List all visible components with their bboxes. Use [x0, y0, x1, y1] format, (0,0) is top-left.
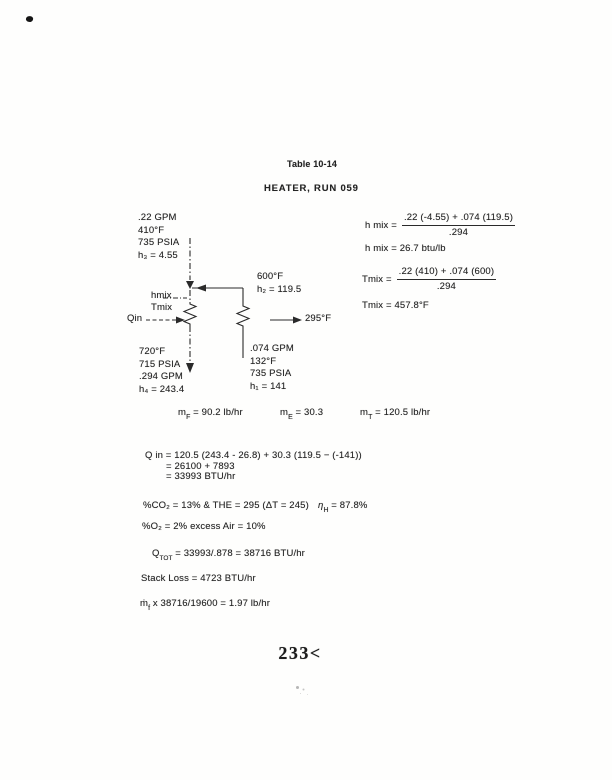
tmix-eq-denominator: .294	[436, 281, 456, 292]
efficiency-subscript: H	[323, 506, 329, 514]
hmix-eq-denominator: .294	[448, 227, 469, 238]
mass-flow-total-value: = 120.5 lb/hr	[375, 407, 431, 418]
efficiency-value: = 87.8%	[331, 500, 368, 511]
outlet-temp-label: 295°F	[305, 313, 332, 324]
outlet-arrowhead	[293, 316, 302, 324]
hmix-fraction-equation: h mix = .22 (-4.55) + .074 (119.5) .294	[365, 212, 516, 239]
heater-coil-right	[235, 304, 251, 328]
co2-line: %CO₂ = 13% & THE = 295 (ΔT = 245)	[143, 500, 309, 511]
fuel-rate-symbol: ṁ	[140, 598, 149, 609]
qin-calc-line3: = 33993 BTU/hr	[166, 471, 236, 483]
mass-flow-e-subscript: E	[288, 413, 293, 421]
scan-artifact-smudge	[296, 686, 299, 689]
qin-arrowhead	[176, 316, 185, 324]
tmix-fraction-equation: Tmix = .22 (410) + .074 (600) .294	[362, 266, 497, 293]
mass-flow-fuel-subscript: F	[186, 413, 191, 421]
qin-calc-line1: Q in = 120.5 (243.4 - 26.8) + 30.3 (119.…	[145, 450, 362, 461]
qtot-value: = 33993/.878 = 38716 BTU/hr	[175, 548, 305, 559]
page-number: 233<	[278, 643, 322, 663]
tmix-result: Tmix = 457.8°F	[362, 300, 429, 311]
stream-br-pressure: 735 PSIA	[250, 368, 292, 379]
junction-down-arrowhead	[186, 281, 194, 289]
efficiency-symbol: η	[318, 500, 324, 511]
mass-flow-e: mE = 30.3	[280, 407, 323, 423]
qtot-subscript: TOT	[159, 554, 173, 562]
inlet-top-pressure: 735 PSIA	[138, 237, 180, 248]
stack-loss-line: Stack Loss = 4723 BTU/hr	[141, 573, 256, 584]
inlet-top-temp: 410°F	[138, 224, 165, 236]
inlet-right-enthalpy: h₂ = 119.5	[257, 283, 302, 295]
inlet-right-label-block: 600°F h₂ = 119.5	[257, 271, 301, 296]
qin-calculation-block: Q in = 120.5 (243.4 - 26.8) + 30.3 (119.…	[145, 450, 362, 483]
heater-coil-left	[182, 302, 198, 326]
mass-flow-fuel-symbol: m	[178, 407, 187, 418]
o2-line: %O₂ = 2% excess Air = 10%	[142, 521, 266, 532]
mass-flow-fuel-value: = 90.2 lb/hr	[193, 407, 243, 418]
inlet-top-flow: .22 GPM	[138, 212, 177, 223]
hmix-label: hmix	[151, 290, 172, 301]
bottom-outlet-arrowhead	[186, 363, 194, 373]
mass-flow-total-subscript: T	[368, 413, 373, 421]
hmix-eq-numerator: .22 (-4.55) + .074 (119.5)	[401, 212, 516, 226]
inlet-right-temp: 600°F	[257, 271, 284, 282]
outlet-bl-enthalpy: h₄ = 243.4	[139, 383, 185, 395]
outlet-bl-flow: .294 GPM	[139, 371, 183, 382]
qin-label: Qin	[127, 313, 143, 324]
mass-flow-fuel: mF = 90.2 lb/hr	[178, 407, 243, 423]
mass-flow-e-value: = 30.3	[295, 407, 324, 418]
outlet-bottom-left-block: 720°F 715 PSIA .294 GPM h₄ = 243.4	[139, 346, 184, 396]
fuel-rate-line: ṁf x 38716/19600 = 1.97 lb/hr	[140, 598, 270, 614]
inlet-top-label-block: .22 GPM 410°F 735 PSIA h₃ = 4.55	[138, 212, 179, 262]
qtot-symbol: Q	[152, 548, 160, 559]
stream-br-temp: 132°F	[250, 355, 277, 367]
inlet-top-enthalpy: h₃ = 4.55	[138, 249, 178, 261]
junction-left-arrowhead	[196, 284, 206, 292]
stream-bottom-right-block: .074 GPM 132°F 735 PSIA h₁ = 141	[250, 343, 294, 393]
mass-flow-total: mT = 120.5 lb/hr	[360, 407, 430, 423]
fuel-rate-subscript: f	[148, 604, 151, 612]
tmix-label: Tmix	[151, 301, 173, 313]
outlet-bl-pressure: 715 PSIA	[139, 358, 181, 370]
tmix-eq-numerator: .22 (410) + .074 (600)	[396, 266, 497, 280]
mass-flow-total-symbol: m	[360, 407, 369, 418]
tmix-eq-fraction: .22 (410) + .074 (600) .294	[396, 266, 497, 293]
stream-br-enthalpy: h₁ = 141	[250, 380, 287, 392]
qin-calc-line2: = 26100 + 7893	[166, 460, 235, 472]
hmix-eq-fraction: .22 (-4.55) + .074 (119.5) .294	[401, 212, 516, 239]
hmix-eq-lhs: h mix =	[365, 220, 397, 231]
efficiency-line: ηH = 87.8%	[318, 500, 367, 516]
outlet-bl-temp: 720°F	[139, 346, 166, 357]
stream-br-flow: .074 GPM	[250, 343, 294, 354]
hmix-result: h mix = 26.7 btu/lb	[365, 243, 446, 254]
mix-labels-block: hmix Tmix	[151, 290, 172, 313]
qtot-line: QTOT = 33993/.878 = 38716 BTU/hr	[152, 548, 305, 564]
page-title: HEATER, RUN 059	[264, 183, 359, 194]
table-label: Table 10-14	[287, 159, 338, 169]
fuel-rate-value: x 38716/19600 = 1.97 lb/hr	[152, 598, 271, 609]
mass-flow-e-symbol: m	[280, 407, 289, 418]
tmix-eq-lhs: Tmix =	[362, 274, 392, 285]
